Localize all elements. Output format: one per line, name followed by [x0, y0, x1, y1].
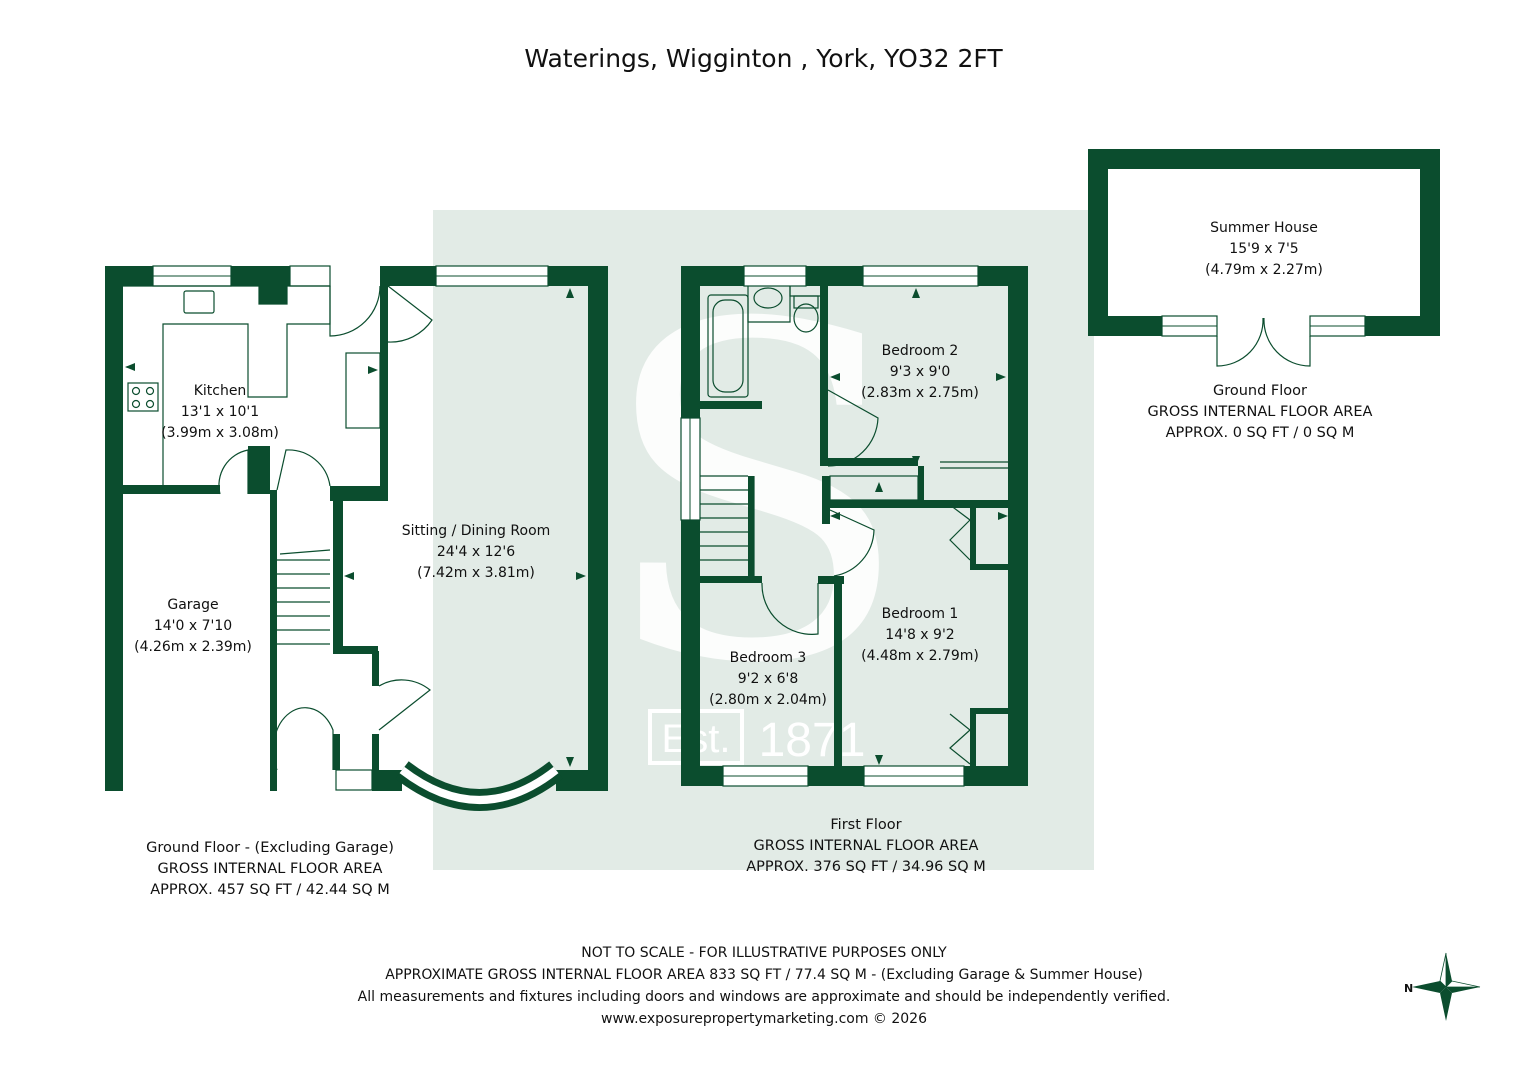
room-label-bedroom-2: Bedroom 2 9'3 x 9'0 (2.83m x 2.75m): [850, 341, 990, 404]
compass-rose-icon: N: [1404, 952, 1481, 1021]
room-name: Bedroom 2: [881, 343, 959, 359]
watermark-letter: S: [597, 229, 912, 764]
room-metric: (2.80m x 2.04m): [709, 692, 827, 708]
room-label-summer-house: Summer House 15'9 x 7'5 (4.79m x 2.27m): [1194, 218, 1334, 281]
room-imperial: 13'1 x 10'1: [180, 404, 260, 420]
floor-area: APPROX. 457 SQ FT / 42.44 SQ M: [150, 882, 390, 898]
room-metric: (4.48m x 2.79m): [861, 648, 979, 664]
room-metric: (4.26m x 2.39m): [134, 639, 252, 655]
watermark-logo: S Est. 1871: [597, 229, 912, 767]
floor-gia: GROSS INTERNAL FLOOR AREA: [1147, 404, 1373, 420]
floor-label: Ground Floor - (Excluding Garage): [146, 840, 394, 856]
footer-line-3: All measurements and fixtures including …: [357, 989, 1171, 1005]
doors: [218, 285, 1311, 771]
floor-area: APPROX. 376 SQ FT / 34.96 SQ M: [746, 859, 986, 875]
room-imperial: 9'2 x 6'8: [737, 671, 799, 687]
fixtures: [123, 285, 919, 645]
dimension-arrows: [125, 288, 1008, 767]
room-label-bedroom-1: Bedroom 1 14'8 x 9'2 (4.48m x 2.79m): [850, 604, 990, 667]
room-name: Summer House: [1210, 220, 1318, 236]
room-label-garage: Garage 14'0 x 7'10 (4.26m x 2.39m): [123, 595, 263, 658]
floor-label: First Floor: [830, 817, 902, 833]
room-imperial: 24'4 x 12'6: [436, 544, 516, 560]
footer-website: www.exposurepropertymarketing.com © 2026: [601, 1011, 927, 1027]
watermark-year: 1871: [759, 714, 866, 767]
footer-disclaimer: NOT TO SCALE - FOR ILLUSTRATIVE PURPOSES…: [264, 942, 1264, 1030]
room-label-kitchen: Kitchen 13'1 x 10'1 (3.99m x 3.08m): [150, 381, 290, 444]
windows: [152, 265, 1366, 791]
room-imperial: 14'0 x 7'10: [153, 618, 233, 634]
room-imperial: 14'8 x 9'2: [885, 627, 955, 643]
floor-area: APPROX. 0 SQ FT / 0 SQ M: [1165, 425, 1355, 441]
room-metric: (2.83m x 2.75m): [861, 385, 979, 401]
room-imperial: 15'9 x 7'5: [1229, 241, 1299, 257]
window-lines: [153, 275, 1365, 777]
floor-label: Ground Floor: [1212, 383, 1308, 399]
room-name: Bedroom 3: [729, 650, 807, 666]
walls: [105, 149, 1440, 791]
footer-line-2: APPROXIMATE GROSS INTERNAL FLOOR AREA 83…: [385, 967, 1143, 983]
page-title: Waterings, Wigginton , York, YO32 2FT: [524, 44, 1003, 73]
watermark-panel: [433, 210, 1094, 870]
footer-line-1: NOT TO SCALE - FOR ILLUSTRATIVE PURPOSES…: [581, 945, 947, 961]
room-metric: (4.79m x 2.27m): [1205, 262, 1323, 278]
compass-north-label: N: [1404, 982, 1413, 995]
floor-gia: GROSS INTERNAL FLOOR AREA: [753, 838, 979, 854]
room-name: Kitchen: [193, 383, 247, 399]
floor-gia: GROSS INTERNAL FLOOR AREA: [157, 861, 383, 877]
room-name: Sitting / Dining Room: [401, 523, 551, 539]
bay-window: [395, 761, 563, 811]
room-label-sitting-dining: Sitting / Dining Room 24'4 x 12'6 (7.42m…: [390, 521, 562, 584]
floor-caption-ground: Ground Floor - (Excluding Garage) GROSS …: [110, 838, 430, 901]
room-imperial: 9'3 x 9'0: [889, 364, 951, 380]
room-name: Bedroom 1: [881, 606, 959, 622]
room-metric: (3.99m x 3.08m): [161, 425, 279, 441]
floor-caption-summer-house: Ground Floor GROSS INTERNAL FLOOR AREA A…: [1100, 381, 1420, 444]
room-metric: (7.42m x 3.81m): [417, 565, 535, 581]
room-label-bedroom-3: Bedroom 3 9'2 x 6'8 (2.80m x 2.04m): [698, 648, 838, 711]
floor-caption-first: First Floor GROSS INTERNAL FLOOR AREA AP…: [706, 815, 1026, 878]
room-name: Garage: [167, 597, 219, 613]
